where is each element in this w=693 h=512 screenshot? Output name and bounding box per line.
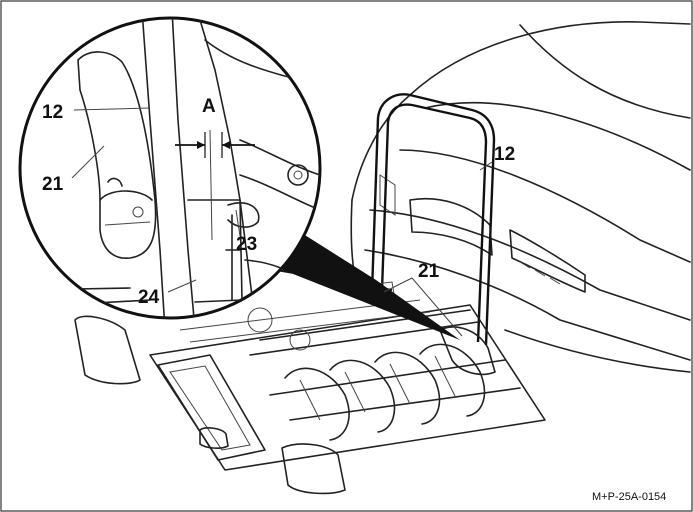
label-24: 24	[138, 287, 160, 308]
leader-lines	[71, 107, 493, 337]
magnification-cone-edge	[264, 267, 393, 291]
rack-platform	[74, 281, 546, 495]
car-rear	[350, 21, 691, 373]
label-21-rack: 21	[418, 261, 440, 282]
label-23: 23	[236, 234, 257, 255]
magnifier-circle	[18, 16, 322, 320]
label-12-magnified: 12	[42, 102, 63, 123]
label-12-rack: 12	[494, 144, 515, 165]
rack-handle-frame	[370, 93, 496, 346]
label-a-dimension: A	[202, 96, 216, 117]
reference-code: M+P-25A-0154	[592, 491, 666, 503]
dimension-a-marker	[175, 132, 255, 158]
label-21-magnified: 21	[42, 174, 64, 195]
